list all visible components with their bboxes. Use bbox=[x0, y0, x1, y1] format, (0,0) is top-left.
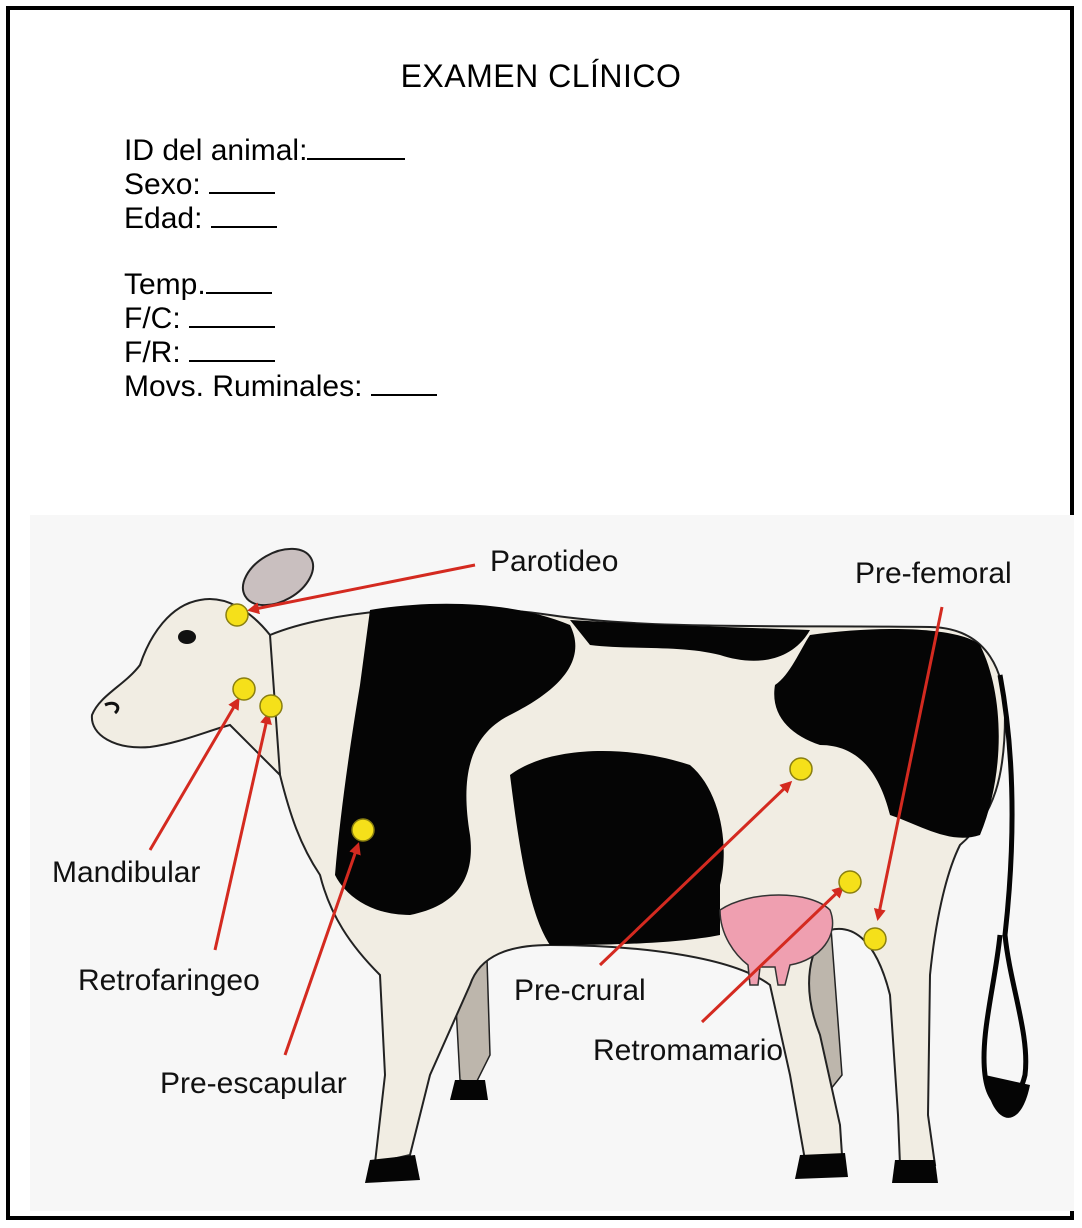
temp-blank[interactable] bbox=[206, 266, 272, 294]
field-temp: Temp. bbox=[124, 266, 437, 300]
label-retrofaringeo: Retrofaringeo bbox=[78, 964, 260, 997]
cow-illustration: Parotideo Pre-femoral Mandibular Retrofa… bbox=[30, 515, 1074, 1211]
field-ruminal-movements: Movs. Ruminales: bbox=[124, 368, 437, 402]
field-label: Temp. bbox=[124, 268, 206, 301]
animal-id-blank[interactable] bbox=[307, 132, 405, 160]
field-sex: Sexo: bbox=[124, 166, 437, 200]
ruminal-blank[interactable] bbox=[371, 368, 437, 396]
node-pre-femoral bbox=[864, 928, 886, 950]
field-label: Movs. Ruminales: bbox=[124, 370, 371, 403]
cow-lymph-node-diagram: Parotideo Pre-femoral Mandibular Retrofa… bbox=[30, 515, 1074, 1211]
node-pre-escapular bbox=[352, 819, 374, 841]
page-title: EXAMEN CLÍNICO bbox=[0, 58, 1082, 95]
arrow-retrofaringeo bbox=[215, 715, 268, 950]
node-mandibular bbox=[233, 678, 255, 700]
node-retrofaringeo bbox=[260, 695, 282, 717]
field-age: Edad: bbox=[124, 200, 437, 234]
cow-eye bbox=[178, 630, 196, 644]
node-retromamario bbox=[839, 871, 861, 893]
field-animal-id: ID del animal: bbox=[124, 132, 437, 166]
field-resp-rate: F/R: bbox=[124, 334, 437, 368]
label-pre-femoral: Pre-femoral bbox=[855, 557, 1012, 590]
node-pre-crural bbox=[790, 758, 812, 780]
heart-rate-blank[interactable] bbox=[189, 300, 275, 328]
label-pre-crural: Pre-crural bbox=[514, 974, 646, 1007]
clinical-form: ID del animal: Sexo: Edad: Temp. F/C: F/… bbox=[124, 132, 437, 402]
age-blank[interactable] bbox=[211, 200, 277, 228]
node-parotideo bbox=[226, 604, 248, 626]
label-retromamario: Retromamario bbox=[593, 1034, 783, 1067]
sex-blank[interactable] bbox=[209, 166, 275, 194]
field-label: F/R: bbox=[124, 336, 189, 369]
field-label: F/C: bbox=[124, 302, 189, 335]
resp-rate-blank[interactable] bbox=[189, 334, 275, 362]
label-mandibular: Mandibular bbox=[52, 856, 200, 889]
label-pre-escapular: Pre-escapular bbox=[160, 1067, 347, 1100]
field-label: ID del animal: bbox=[124, 134, 307, 167]
label-parotideo: Parotideo bbox=[490, 545, 618, 578]
field-heart-rate: F/C: bbox=[124, 300, 437, 334]
field-label: Sexo: bbox=[124, 168, 209, 201]
field-label: Edad: bbox=[124, 202, 211, 235]
cow-hooves bbox=[365, 1080, 938, 1183]
